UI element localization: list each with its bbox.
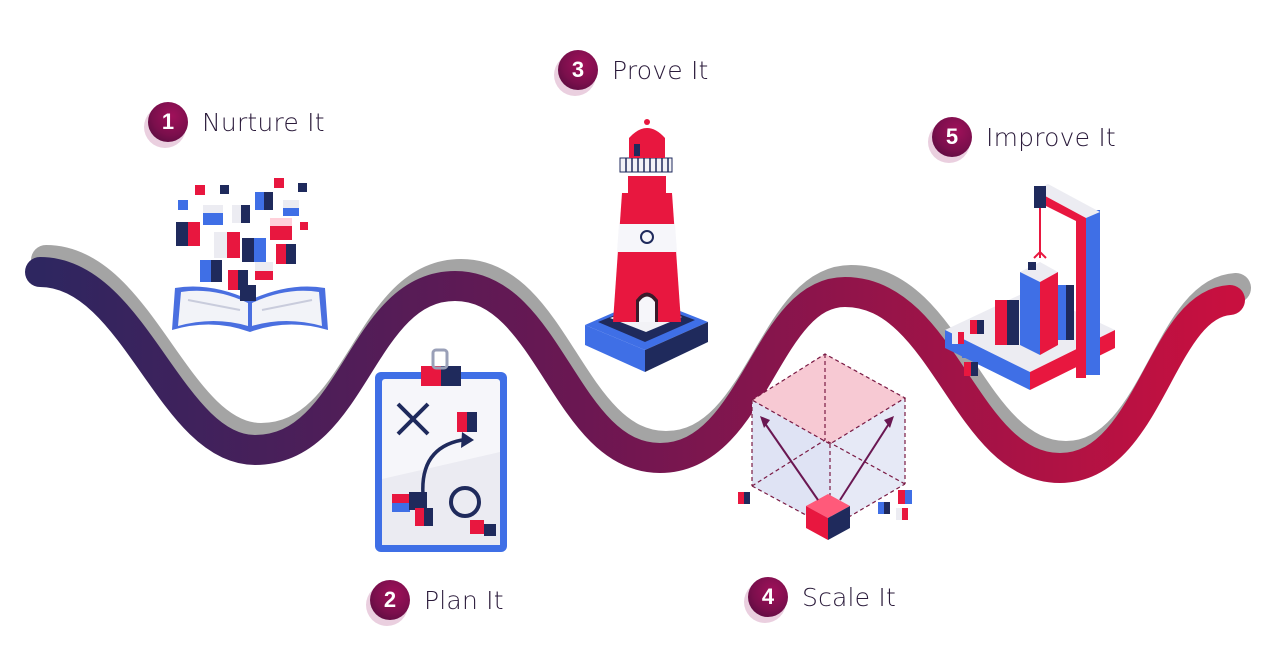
step-4-number: 4 <box>748 577 788 617</box>
step-2-badge: 2 <box>366 580 410 626</box>
step-2: 2 Plan It <box>366 580 504 626</box>
step-3-badge: 3 <box>554 50 598 96</box>
clipboard-strategy-icon <box>375 348 507 552</box>
step-3-label: Prove It <box>612 55 709 85</box>
step-5: 5 Improve It <box>928 117 1116 163</box>
lighthouse-icon <box>585 119 708 372</box>
step-4: 4 Scale It <box>744 577 896 623</box>
step-2-number: 2 <box>370 580 410 620</box>
step-2-label: Plan It <box>424 585 504 615</box>
step-5-badge: 5 <box>928 117 972 163</box>
step-5-number: 5 <box>932 117 972 157</box>
winding-path <box>25 245 1251 484</box>
step-4-label: Scale It <box>802 582 896 612</box>
step-1-label: Nurture It <box>202 107 325 137</box>
step-1-number: 1 <box>148 102 188 142</box>
scaling-cube-icon <box>738 353 912 540</box>
step-1: 1 Nurture It <box>144 102 325 148</box>
step-1-badge: 1 <box>144 102 188 148</box>
crane-building-icon <box>945 184 1115 390</box>
step-4-badge: 4 <box>744 577 788 623</box>
step-3: 3 Prove It <box>554 50 709 96</box>
step-3-number: 3 <box>558 50 598 90</box>
open-book-cubes-icon <box>172 178 328 332</box>
step-5-label: Improve It <box>986 122 1116 152</box>
